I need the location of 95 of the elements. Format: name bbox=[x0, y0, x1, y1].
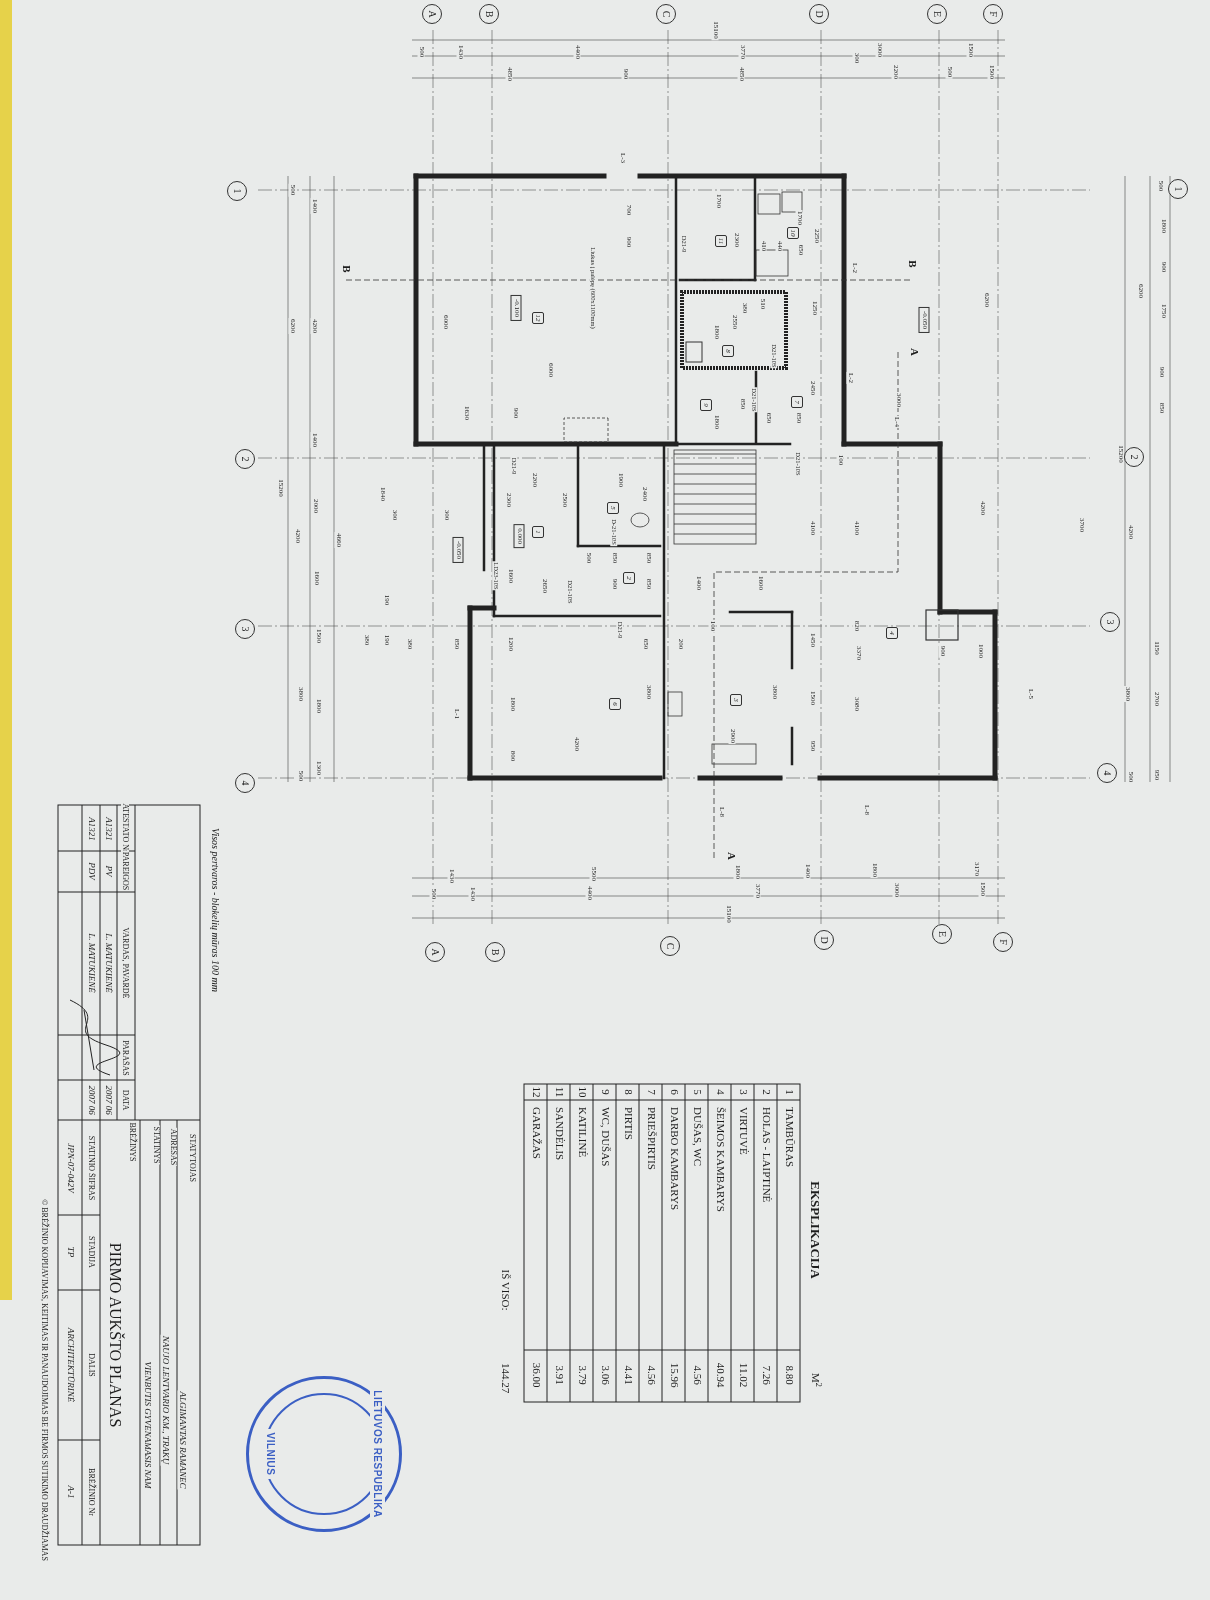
room-name: KATILINĖ bbox=[576, 1106, 588, 1159]
axis-bubble: 1 bbox=[227, 181, 247, 201]
field-caption: PARAŠAS bbox=[121, 1039, 129, 1077]
field-value: JPN-07-042V bbox=[65, 1142, 75, 1194]
axis-bubble: B bbox=[479, 4, 499, 24]
row-number: 7 bbox=[645, 1088, 657, 1096]
stamp bbox=[246, 1376, 402, 1532]
section-marker: A bbox=[725, 851, 737, 861]
row-number: 11 bbox=[553, 1085, 565, 1099]
area-value: 3.91 bbox=[553, 1364, 565, 1386]
axis-bubble: A bbox=[422, 4, 442, 24]
field-caption: VARDAS, PAVARDĖ bbox=[121, 926, 129, 1000]
row-number: 12 bbox=[530, 1085, 542, 1099]
field-value: VIENBUTIS GYVENAMASIS NAM bbox=[142, 1360, 152, 1490]
area-value: 15.96 bbox=[668, 1361, 680, 1389]
room-name: GARAŽAS bbox=[530, 1106, 542, 1160]
row-number: 9 bbox=[599, 1088, 611, 1096]
field-caption: STADIJA bbox=[87, 1235, 95, 1269]
area-value: 8.80 bbox=[783, 1364, 795, 1386]
room-name: HOLAS - LAIPTINĖ bbox=[760, 1106, 772, 1204]
copyright-note: © BRĖŽINIO KOPIJAVIMAS, KEITIMAS IR PANAUDOJIMAS BE FIRMOS SUTIKIMO DRAUDŽIAMAS bbox=[40, 1198, 48, 1562]
field-caption: STATINYS bbox=[152, 1125, 160, 1165]
field-caption: BRĖŽINYS bbox=[128, 1121, 136, 1163]
field-value: A-1 bbox=[65, 1484, 75, 1500]
area-value: 7.26 bbox=[760, 1364, 772, 1386]
section-marker: B bbox=[906, 259, 918, 269]
area-value: 3.06 bbox=[599, 1364, 611, 1386]
axis-bubble: B bbox=[485, 942, 505, 962]
area-value: 4.56 bbox=[691, 1364, 703, 1386]
note-text: Visos pertvaros - blokelių mūras 100 mm bbox=[210, 827, 220, 993]
field-value: PDV bbox=[86, 861, 96, 881]
axis-bubble: F bbox=[983, 4, 1003, 24]
axis-bubble: E bbox=[932, 924, 952, 944]
row-number: 8 bbox=[622, 1088, 634, 1096]
row-number: 6 bbox=[668, 1088, 680, 1096]
room-name: PIRTIS bbox=[622, 1106, 634, 1141]
field-value: PV bbox=[103, 864, 113, 878]
section-marker: B bbox=[340, 264, 352, 274]
row-number: 10 bbox=[576, 1085, 588, 1099]
area-value: 11.02 bbox=[737, 1361, 749, 1389]
field-caption: PAREIGOS bbox=[121, 850, 129, 892]
axis-bubble: F bbox=[993, 932, 1013, 952]
area-value: 4.41 bbox=[622, 1364, 634, 1386]
field-value: 2007 06 bbox=[103, 1084, 113, 1116]
room-name: VIRTUVĖ bbox=[737, 1106, 749, 1156]
field-value: 2007 06 bbox=[86, 1084, 96, 1116]
row-number: 5 bbox=[691, 1088, 703, 1096]
field-value: A1321 bbox=[103, 816, 113, 842]
axis-bubble: 3 bbox=[235, 619, 255, 639]
room-name: TAMBŪRAS bbox=[783, 1106, 795, 1169]
field-value: L. MATUKIENĖ bbox=[86, 932, 96, 994]
room-name: ŠEIMOS KAMBARYS bbox=[714, 1106, 726, 1213]
room-name: DARBO KAMBARYS bbox=[668, 1106, 680, 1211]
field-value: NAUJO LENTVARIO KM., TRAKŲ bbox=[160, 1334, 170, 1466]
field-value: ARCHITEKTŪRINĖ bbox=[65, 1326, 75, 1404]
axis-bubble: C bbox=[660, 936, 680, 956]
field-caption: DALIS bbox=[87, 1352, 95, 1378]
field-value: TP bbox=[65, 1245, 75, 1259]
axis-bubble: E bbox=[927, 4, 947, 24]
axis-bubble: 4 bbox=[1097, 763, 1117, 783]
area-value: 3.79 bbox=[576, 1364, 588, 1386]
row-number: 4 bbox=[714, 1088, 726, 1096]
room-name: DUŠAS, WC bbox=[691, 1106, 703, 1168]
axis-bubble: 2 bbox=[235, 449, 255, 469]
area-value: 36.00 bbox=[530, 1361, 542, 1389]
field-caption: STATYTOJAS bbox=[188, 1132, 196, 1184]
area-value: 40.94 bbox=[714, 1361, 726, 1389]
field-caption: BRĖŽINIO Nr bbox=[87, 1467, 95, 1517]
field-value: ALGIMANTAS RAMANEC bbox=[177, 1390, 187, 1490]
axis-bubble: C bbox=[656, 4, 676, 24]
room-name: WC, DUŠAS bbox=[599, 1106, 611, 1168]
axis-bubble: D bbox=[814, 930, 834, 950]
row-number: 2 bbox=[760, 1088, 772, 1096]
drawing-title: PIRMO AUKŠTO PLANAS bbox=[107, 1241, 123, 1429]
axis-bubble: 2 bbox=[1124, 447, 1144, 467]
field-caption: STATINIO ŠIFRAS bbox=[87, 1134, 95, 1202]
axis-bubble: 4 bbox=[235, 773, 255, 793]
field-value: L. MATUKIENĖ bbox=[103, 932, 113, 994]
axis-bubble: A bbox=[425, 942, 445, 962]
row-number: 3 bbox=[737, 1088, 749, 1096]
field-caption: DATA bbox=[121, 1088, 129, 1112]
axis-bubble: 3 bbox=[1100, 612, 1120, 632]
total-label: IŠ VISO: bbox=[499, 1268, 511, 1312]
table-heading: EKSPLIKACIJA bbox=[808, 1180, 822, 1280]
axis-bubble: D bbox=[809, 4, 829, 24]
room-name: PRIEŠPIRTIS bbox=[645, 1106, 657, 1171]
room-name: SANDĖLIS bbox=[553, 1106, 565, 1162]
total-value: 144.27 bbox=[499, 1361, 511, 1395]
row-number: 1 bbox=[783, 1088, 795, 1096]
field-caption: ADRESAS bbox=[169, 1127, 177, 1167]
area-value: 4.56 bbox=[645, 1364, 657, 1386]
section-marker: A bbox=[908, 347, 920, 357]
stamp-text: VILNIUS bbox=[263, 1428, 278, 1480]
field-value: A1321 bbox=[86, 816, 96, 842]
axis-bubble: 1 bbox=[1168, 179, 1188, 199]
